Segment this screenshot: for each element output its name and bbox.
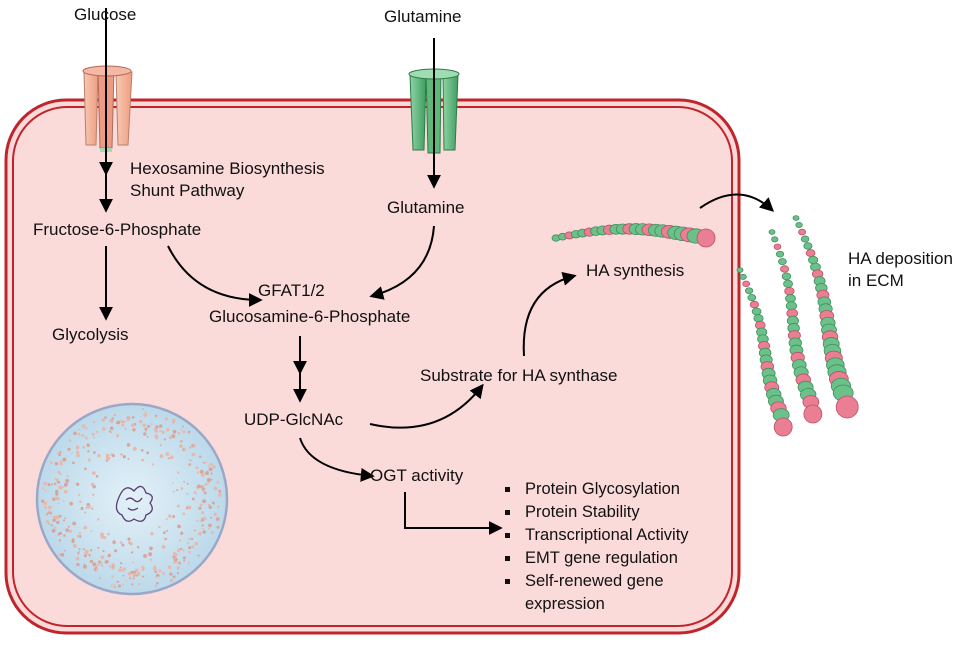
substrate-for-ha-synthase-label: Substrate for HA synthase — [420, 366, 618, 385]
ha-chain — [768, 229, 823, 424]
ha-synthesis-label: HA synthesis — [586, 261, 685, 280]
glutamine-inside-label: Glutamine — [387, 198, 465, 217]
ha-chain — [736, 267, 793, 437]
glucose-transporter — [82, 65, 133, 152]
ogt-effects-list: Protein Glycosylation Protein Stability … — [505, 478, 735, 616]
hexosamine-pathway-label-line1: Hexosamine Biosynthesis — [130, 159, 325, 178]
ogt-effect-item: Transcriptional Activity — [505, 524, 735, 547]
arrow-udp-to-substrate — [369, 383, 484, 429]
nucleus — [35, 402, 229, 596]
gfat-label: GFAT1/2 — [258, 281, 325, 300]
glutamine-outside-label: Glutamine — [384, 7, 462, 26]
hyaluronic-acid-chains — [551, 215, 859, 437]
glucose-outside-label: Glucose — [74, 5, 137, 24]
hexosamine-pathway-label-line2: Shunt Pathway — [130, 181, 245, 200]
glycolysis-label: Glycolysis — [52, 325, 129, 344]
arrow-fructose-to-gfat — [167, 245, 263, 307]
ogt-activity-label: OGT activity — [370, 466, 464, 485]
ogt-effect-item: EMT gene regulation — [505, 547, 735, 570]
arrow-glutamine-to-gfat — [369, 225, 435, 300]
ogt-effect-item: Self-renewed gene expression — [505, 570, 735, 616]
ogt-effect-item: Protein Glycosylation — [505, 478, 735, 501]
arrow-substrate-to-ha — [522, 272, 577, 357]
arrow-ogt-to-effects — [404, 492, 503, 535]
ha-deposition-label-line2: in ECM — [848, 271, 904, 290]
pathway-arrows — [99, 8, 775, 535]
ha-chain — [551, 223, 716, 248]
udp-glcnac-label: UDP-GlcNAc — [244, 410, 344, 429]
arrow-ha-to-ecm — [699, 193, 775, 212]
ha-chain — [792, 215, 859, 419]
ogt-effect-item: Protein Stability — [505, 501, 735, 524]
fructose-6-phosphate-label: Fructose-6-Phosphate — [33, 220, 202, 239]
arrow-udp-to-ogt — [299, 437, 375, 482]
nucleus-chromatin — [41, 408, 222, 588]
glucosamine-6-phosphate-label: Glucosamine-6-Phosphate — [209, 307, 411, 326]
ha-deposition-label-line1: HA deposition — [848, 249, 953, 268]
nucleolus — [115, 485, 153, 522]
